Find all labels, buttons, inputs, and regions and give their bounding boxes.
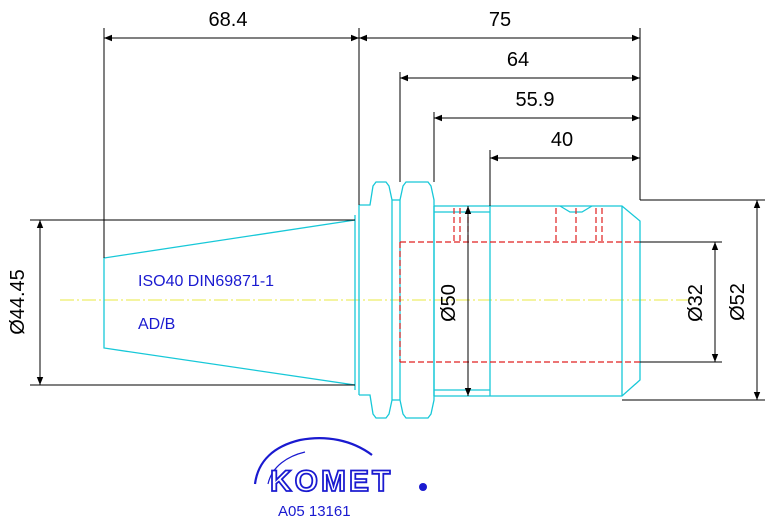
dim-text-64: 64 [507, 49, 529, 71]
vertical-dimensions: Ø44.45 Ø50 Ø32 Ø52 [7, 199, 765, 401]
hidden-bore-lines [399, 208, 640, 363]
horizontal-dimensions: 68.4 75 64 55.9 40 [103, 9, 641, 258]
dim-text-40: 40 [551, 129, 573, 151]
dim-text-55-9: 55.9 [516, 89, 555, 111]
article-number: A05 13161 [278, 503, 351, 520]
dim-text-dia-32: Ø32 [685, 284, 707, 322]
standard-note: ISO40 DIN69871-1 [138, 273, 274, 290]
dim-text-68-4: 68.4 [209, 9, 248, 31]
tool-holder-outline [103, 181, 641, 419]
komet-wordmark: KOMET [270, 465, 393, 498]
komet-logo: KOMET [253, 437, 427, 499]
variant-note: AD/B [138, 316, 175, 333]
dim-text-75: 75 [489, 9, 511, 31]
dim-text-dia-44-45: Ø44.45 [7, 269, 29, 335]
dim-text-dia-50: Ø50 [438, 284, 460, 322]
dim-text-dia-52: Ø52 [727, 283, 749, 321]
